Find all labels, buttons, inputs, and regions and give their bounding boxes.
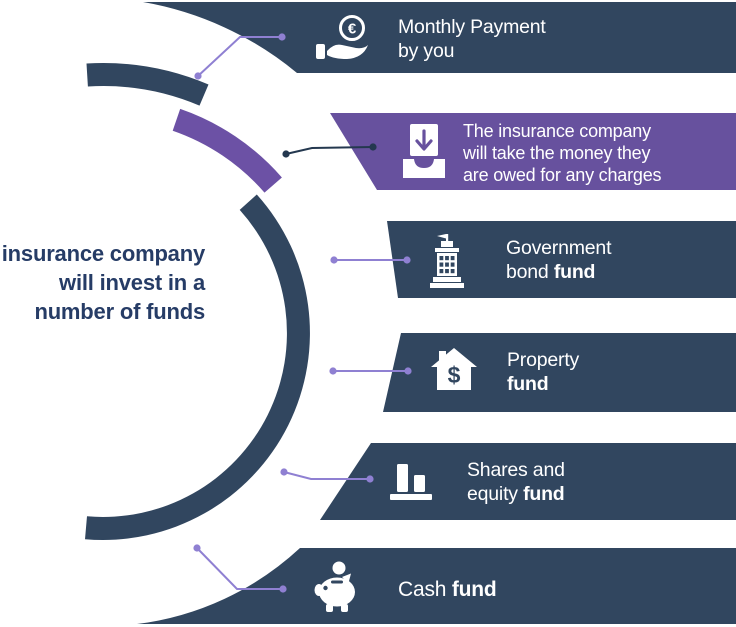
euro-glyph: € [348, 21, 357, 38]
headline-line: will invest in a [59, 270, 205, 295]
bar-label-property-fund: Property fund [507, 348, 579, 396]
connector-monthly-payment [194, 33, 286, 80]
bar-label-government-bond-fund: Government bond fund [506, 236, 612, 284]
bar-text: Cash [398, 578, 452, 601]
connector-property [329, 367, 412, 375]
bar-text: equity [467, 483, 524, 505]
bar-shape-cash-fund [137, 548, 736, 624]
hand-euro-icon: € [316, 15, 368, 59]
headline-line: insurance company [1, 241, 205, 266]
bar-label-shares-equity-fund: Shares and equity fund [467, 458, 565, 506]
connector-government-bond [330, 256, 411, 264]
connector-shares-equity [280, 468, 374, 483]
bar-shape-property-fund [383, 333, 736, 412]
bar-text: bond [506, 261, 554, 283]
bar-label-charges: The insurance company will take the mone… [463, 120, 662, 186]
bar-text: Shares and [467, 459, 565, 481]
bar-text: The insurance company [463, 121, 651, 141]
ring-segment-top [86, 63, 209, 106]
headline: insurance company will invest in a numbe… [0, 239, 205, 326]
connector-charges [282, 143, 377, 158]
bar-text-bold: fund [553, 261, 596, 283]
ring-arc-main [85, 194, 310, 540]
bar-shape-shares-equity-fund [320, 443, 736, 520]
bar-text: by you [398, 40, 455, 62]
house-dollar-icon: $ [431, 348, 477, 390]
bar-text-bold: fund [523, 483, 565, 505]
bar-text-bold: fund [507, 373, 549, 395]
bar-shape-government-bond-fund [387, 221, 736, 298]
bar-label-cash-fund: Cash fund [398, 578, 497, 602]
inbox-tray-icon [403, 124, 445, 178]
headline-line: number of funds [34, 299, 205, 324]
connector-cash [193, 544, 287, 593]
bar-text: Government [506, 237, 612, 259]
bar-chart-icon [390, 464, 432, 500]
bar-text-bold: fund [451, 578, 497, 601]
bar-text: Property [507, 349, 580, 371]
government-building-icon [430, 234, 464, 288]
bar-label-monthly-payment: Monthly Payment by you [398, 15, 546, 63]
bar-text: will take the money they [463, 143, 651, 163]
dollar-glyph: $ [448, 362, 461, 388]
bar-text: Monthly Payment [398, 16, 546, 38]
bar-text: are owed for any charges [463, 165, 662, 185]
bar-shape-monthly-payment [143, 2, 736, 73]
ring-segment-purple [172, 108, 282, 193]
piggy-bank-icon [314, 561, 355, 612]
